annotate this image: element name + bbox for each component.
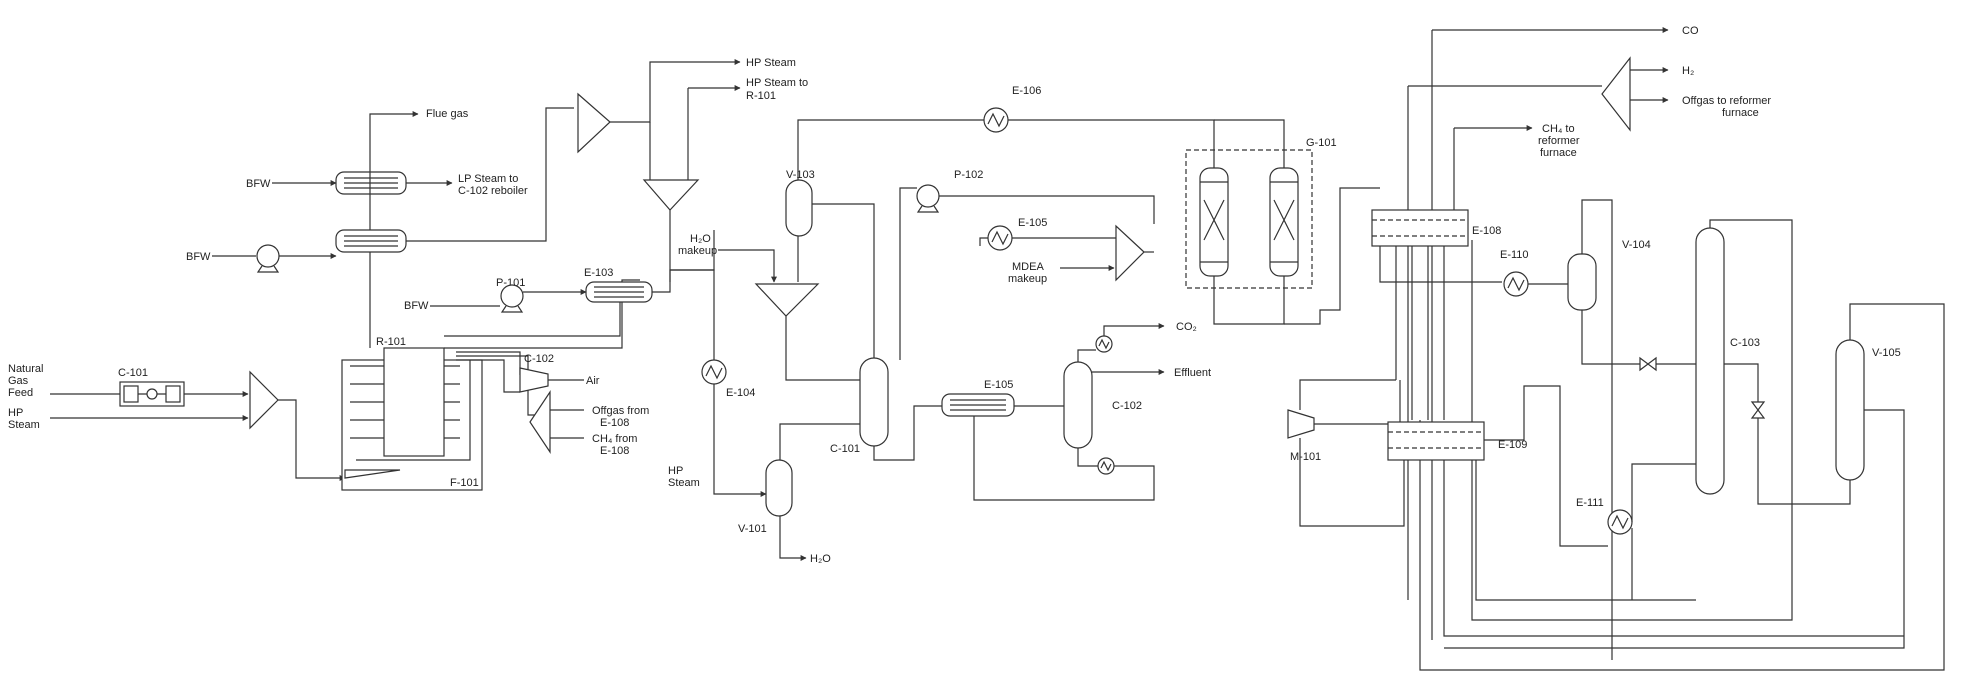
e103-label: E-103 [584, 267, 613, 279]
e108-label: E-108 [1472, 225, 1501, 237]
c102b-label: C-102 [1112, 400, 1142, 412]
pump-p102: P-102 [899, 169, 1155, 360]
v105-label: V-105 [1872, 347, 1901, 359]
r101-label: R-101 [376, 336, 406, 348]
g101-label: G-101 [1306, 137, 1337, 149]
e104-label: E-104 [726, 387, 755, 399]
v104-label: V-104 [1622, 239, 1651, 251]
column-c102b: C-102 CO₂ Effluent [1063, 321, 1211, 475]
mixer-feed [249, 370, 346, 481]
c101b-label: C-101 [830, 443, 860, 455]
v103-label: V-103 [786, 169, 815, 181]
e109-label: E-109 [1498, 439, 1527, 451]
h2-label: H₂ [1682, 65, 1694, 77]
reactor-r101: R-101 [350, 279, 640, 457]
e111-label: E-111 [1576, 497, 1604, 509]
vessel-v103: V-103 [785, 119, 990, 360]
compressor-c101: C-101 [118, 367, 249, 407]
co-label: CO [1682, 25, 1699, 37]
compressor-m101: M-101 [1287, 379, 1405, 527]
vessel-v104: V-104 [1567, 199, 1696, 660]
p101-label: P-101 [496, 277, 525, 289]
hx-e110: E-110 [1500, 249, 1568, 297]
column-c101b: C-101 [830, 357, 942, 461]
bfw1-label: BFW [246, 178, 271, 190]
mixer-v103 [754, 283, 860, 381]
c101-label: C-101 [118, 367, 148, 379]
air-label: Air [586, 375, 600, 387]
compressor-c102-air: C-102 Air [519, 353, 600, 393]
hp-steam-out-label: HP Steam [746, 57, 796, 69]
adsorbers-g101: G-101 [1185, 137, 1380, 325]
pump-p101: BFW P-101 [404, 277, 587, 313]
v101-label: V-101 [738, 523, 767, 535]
hx-e109: E-109 [1387, 380, 1904, 637]
hx-e104: E-104 [701, 359, 755, 399]
hx-e106: E-106 [983, 85, 1285, 170]
hx-e105-exchanger: E-105 [941, 379, 1155, 501]
bfw2-label: BFW [186, 251, 211, 263]
hx-e111: E-111 [1576, 463, 1696, 600]
column-c103: C-103 [1471, 219, 1810, 621]
flue-gas-label: Flue gas [426, 108, 469, 120]
effluent-label: Effluent [1174, 367, 1211, 379]
e106-label: E-106 [1012, 85, 1041, 97]
c103-label: C-103 [1730, 337, 1760, 349]
e110-label: E-110 [1500, 249, 1529, 261]
e105a-label: E-105 [1018, 217, 1047, 229]
c102a-label: C-102 [524, 353, 554, 365]
h2o-out-label: H₂O [810, 553, 831, 565]
hx-bfw-lower: BFW [186, 107, 574, 273]
m101-label: M-101 [1290, 451, 1321, 463]
hx-e105-cooler: E-105 [979, 217, 1116, 251]
flue-gas-line: Flue gas [369, 108, 469, 348]
hx-e108: E-108 [1371, 209, 1502, 420]
hx-e103: E-103 [444, 230, 715, 337]
f101-label: F-101 [450, 477, 479, 489]
p102-label: P-102 [954, 169, 983, 181]
e105b-label: E-105 [984, 379, 1013, 391]
co2-label: CO₂ [1176, 321, 1197, 333]
vessel-v105: V-105 [1419, 303, 1945, 671]
bfw3-label: BFW [404, 300, 429, 312]
